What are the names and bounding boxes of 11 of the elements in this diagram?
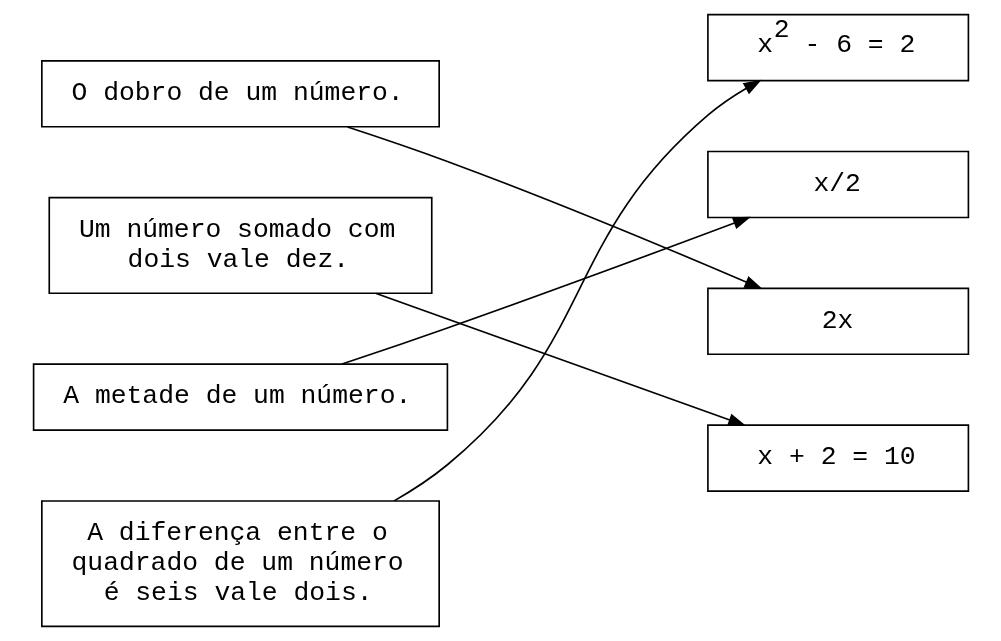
node-box: 2x — [706, 287, 969, 356]
node-box: x + 2 = 10 — [706, 424, 969, 492]
arrow — [392, 79, 762, 502]
node-box: Um número somado com dois vale dez. — [47, 196, 433, 295]
arrow — [374, 292, 746, 426]
node-box: A metade de um número. — [32, 363, 448, 431]
node-box: x/2 — [706, 150, 969, 219]
arrow — [346, 126, 763, 290]
arrow — [340, 216, 751, 365]
node-box: O dobro de um número. — [40, 60, 440, 128]
node-box: A diferença entre o quadrado de um número é seis vale dois. — [40, 500, 440, 628]
